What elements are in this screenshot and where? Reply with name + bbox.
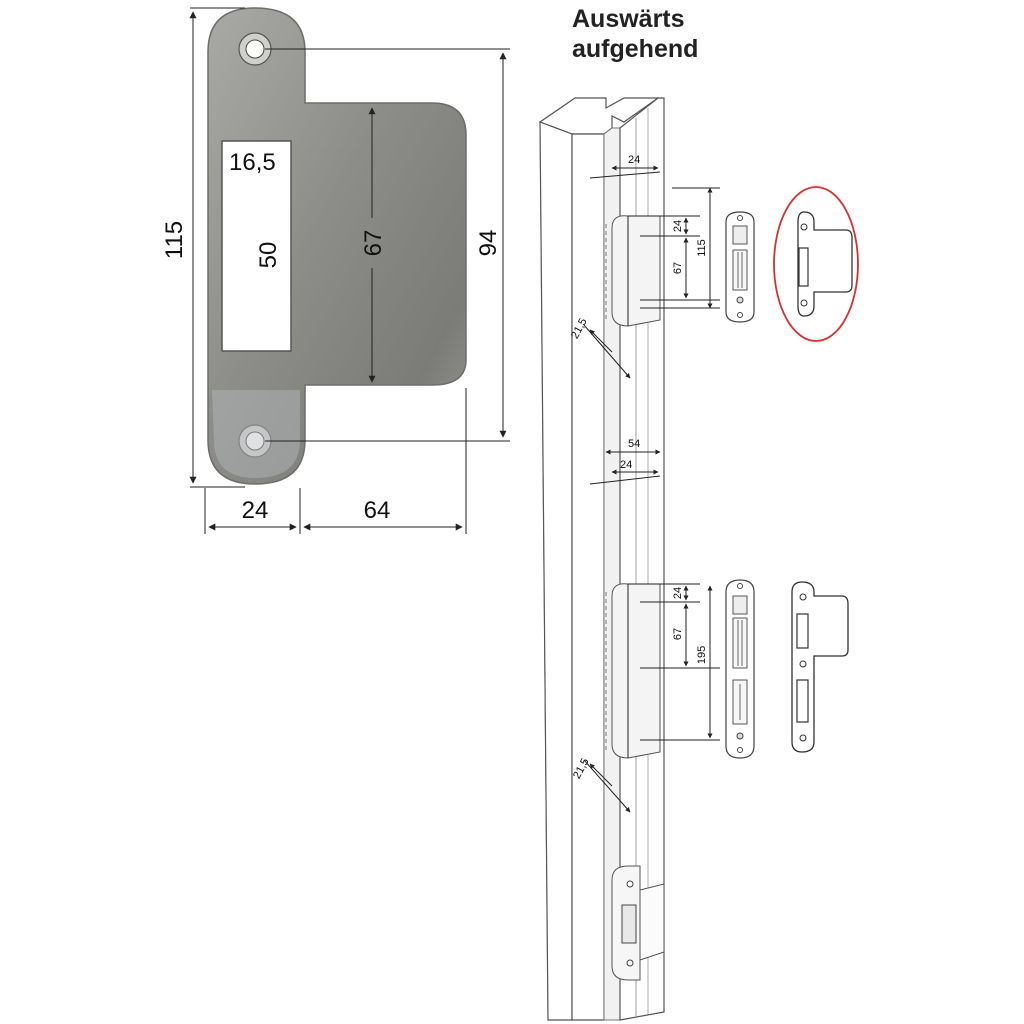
lower-keeper-icon bbox=[725, 579, 755, 759]
opening-width-label: 16,5 bbox=[229, 149, 276, 176]
screw-hole-bottom-icon bbox=[238, 424, 272, 458]
highlight-ellipse bbox=[773, 186, 859, 342]
strike-opening bbox=[221, 140, 292, 352]
screw-hole-top-icon bbox=[238, 32, 272, 66]
plate-width-label: 24 bbox=[242, 497, 269, 524]
upper-strike-plate-icon bbox=[797, 211, 853, 317]
upper-lip-label: 67 bbox=[672, 262, 684, 274]
screw-spacing-label: 94 bbox=[475, 230, 502, 257]
upper-keeper-icon bbox=[725, 211, 755, 323]
strike-plate-photo bbox=[207, 7, 467, 485]
lower-offset-top-label: 24 bbox=[672, 587, 684, 599]
bottom-latch-icon bbox=[611, 865, 665, 981]
strike-plate-body bbox=[207, 7, 467, 485]
upper-frame-dimensions bbox=[583, 165, 720, 379]
lower-width-second-label: 24 bbox=[620, 459, 632, 471]
lip-height-label: 67 bbox=[360, 230, 387, 257]
lower-total-label: 195 bbox=[696, 646, 708, 664]
lower-recess bbox=[605, 583, 661, 759]
upper-total-label: 115 bbox=[696, 239, 708, 257]
title-line-1: Auswärts bbox=[572, 5, 685, 33]
title-line-2: aufgehend bbox=[572, 35, 698, 63]
upper-offset-top-label: 24 bbox=[672, 220, 684, 232]
upper-recess bbox=[605, 215, 661, 327]
lip-width-label: 64 bbox=[364, 497, 391, 524]
plate-dimension-lines bbox=[189, 7, 510, 534]
upper-width-top-label: 24 bbox=[628, 154, 640, 166]
lower-width-top-label: 54 bbox=[628, 438, 640, 450]
lower-frame-dimensions bbox=[583, 449, 720, 813]
lower-lip-label: 67 bbox=[672, 628, 684, 640]
opening-height-label: 50 bbox=[255, 242, 282, 269]
door-frame-profile bbox=[538, 97, 665, 1021]
total-height-label: 115 bbox=[161, 221, 188, 259]
lower-strike-plate-icon bbox=[791, 581, 849, 753]
